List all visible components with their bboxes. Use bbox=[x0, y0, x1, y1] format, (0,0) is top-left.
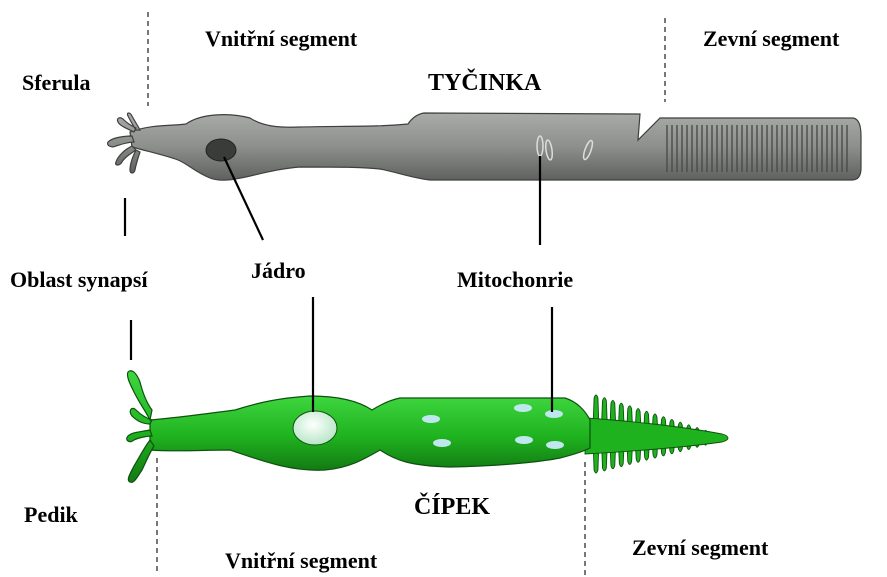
rod-nucleus bbox=[206, 139, 236, 161]
cone-title: ČÍPEK bbox=[414, 493, 490, 520]
cone-cell bbox=[127, 371, 728, 483]
cone-label-terminal: Pedik bbox=[24, 502, 79, 527]
cone-nucleus bbox=[293, 411, 337, 445]
cone-mitochondrion bbox=[546, 441, 564, 449]
cone-mitochondrion bbox=[514, 404, 532, 412]
rod-cell bbox=[108, 113, 861, 180]
cone-mitochondrion bbox=[422, 415, 440, 423]
label-mitochondria: Mitochonrie bbox=[457, 267, 573, 292]
cone-mitochondrion bbox=[433, 439, 451, 447]
cone-mitochondrion bbox=[545, 410, 563, 418]
cone-outer-segment-lamellae bbox=[585, 395, 728, 473]
rod-label-outer-segment: Zevní segment bbox=[703, 26, 840, 51]
rod-label-terminal: Sferula bbox=[22, 70, 90, 95]
rod-title: TYČINKA bbox=[428, 69, 542, 96]
cone-mitochondrion bbox=[515, 436, 533, 444]
label-synapse-region: Oblast synapsí bbox=[10, 267, 148, 292]
rod-label-inner-segment: Vnitřní segment bbox=[205, 26, 358, 51]
cone-label-inner-segment: Vnitřní segment bbox=[225, 548, 378, 573]
label-nucleus: Jádro bbox=[251, 258, 306, 283]
cone-label-outer-segment: Zevní segment bbox=[632, 535, 769, 560]
